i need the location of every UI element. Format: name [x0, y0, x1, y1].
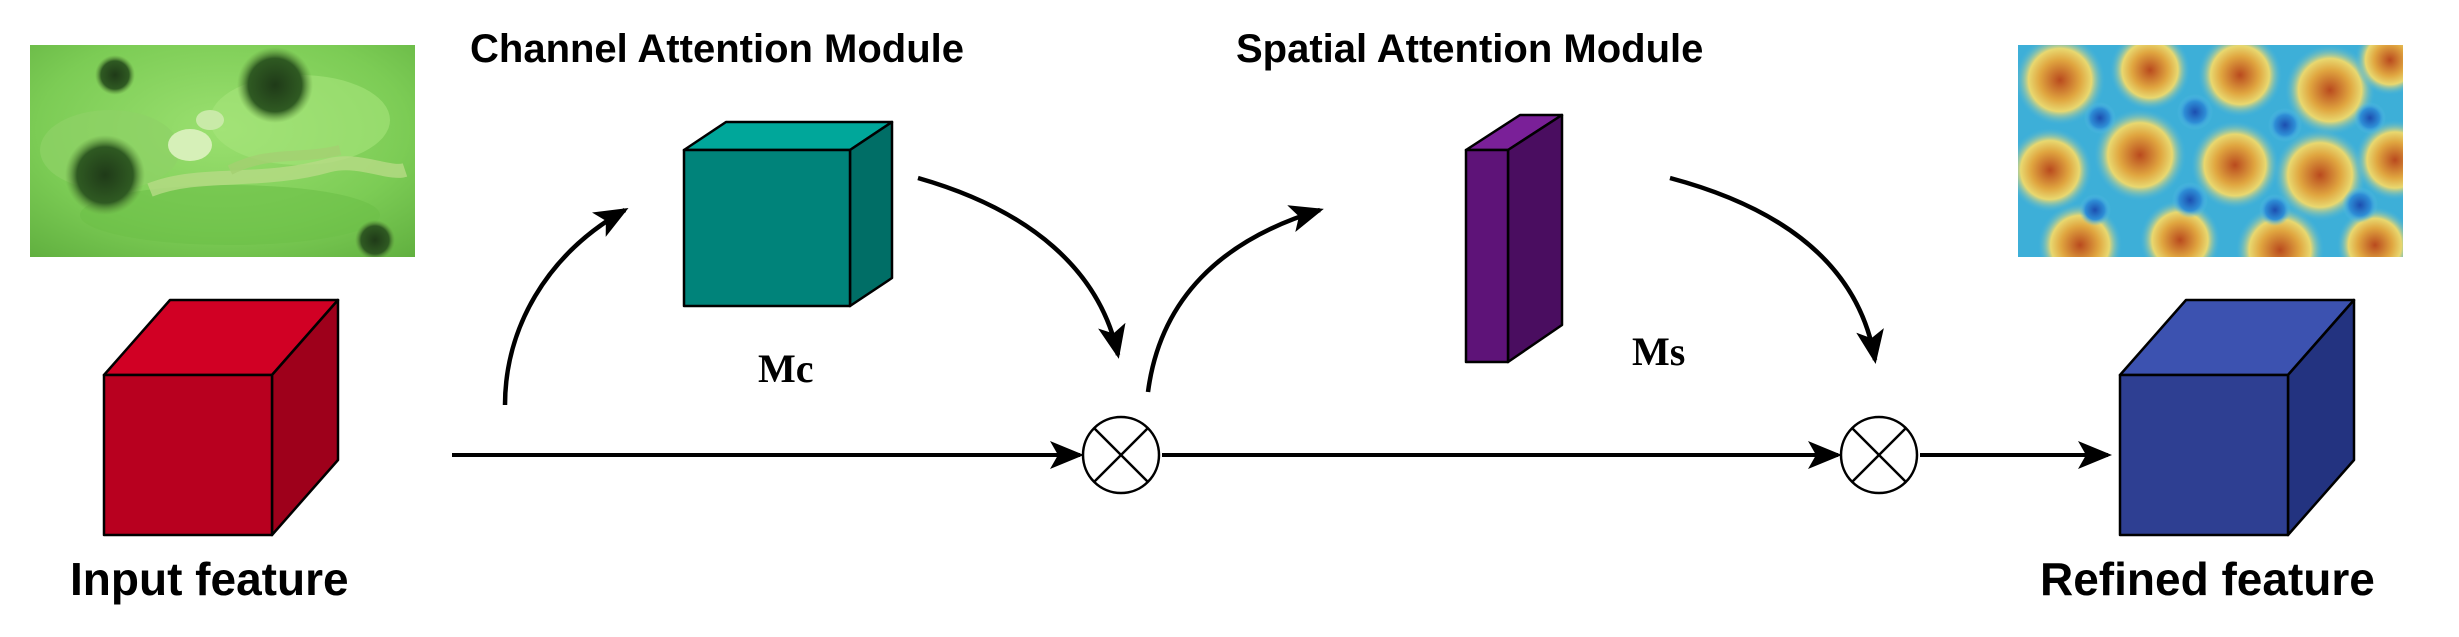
refined-feature-cube — [2118, 298, 2356, 537]
curve-to-spatial-arrow — [1145, 205, 1324, 393]
curve-from-channel-arrow — [917, 175, 1126, 359]
spatial-attention-prism — [1464, 113, 1564, 364]
channel-attention-cube — [682, 120, 894, 308]
spatial-module-title: Spatial Attention Module — [1236, 27, 1703, 71]
mc-label: Mc — [758, 346, 814, 391]
ms-label: Ms — [1632, 329, 1685, 374]
channel-module-title: Channel Attention Module — [470, 27, 964, 71]
curve-from-spatial-arrow — [1669, 175, 1884, 364]
input-feature-label: Input feature — [70, 553, 349, 605]
attention-heatmap — [2018, 45, 2403, 257]
underwater-photo — [30, 45, 415, 257]
refined-feature-label: Refined feature — [2040, 553, 2375, 605]
circled-times-icon — [1081, 415, 1161, 495]
curve-to-channel-arrow — [502, 208, 629, 406]
circled-times-icon — [1839, 415, 1919, 495]
input-feature-cube — [102, 298, 340, 537]
